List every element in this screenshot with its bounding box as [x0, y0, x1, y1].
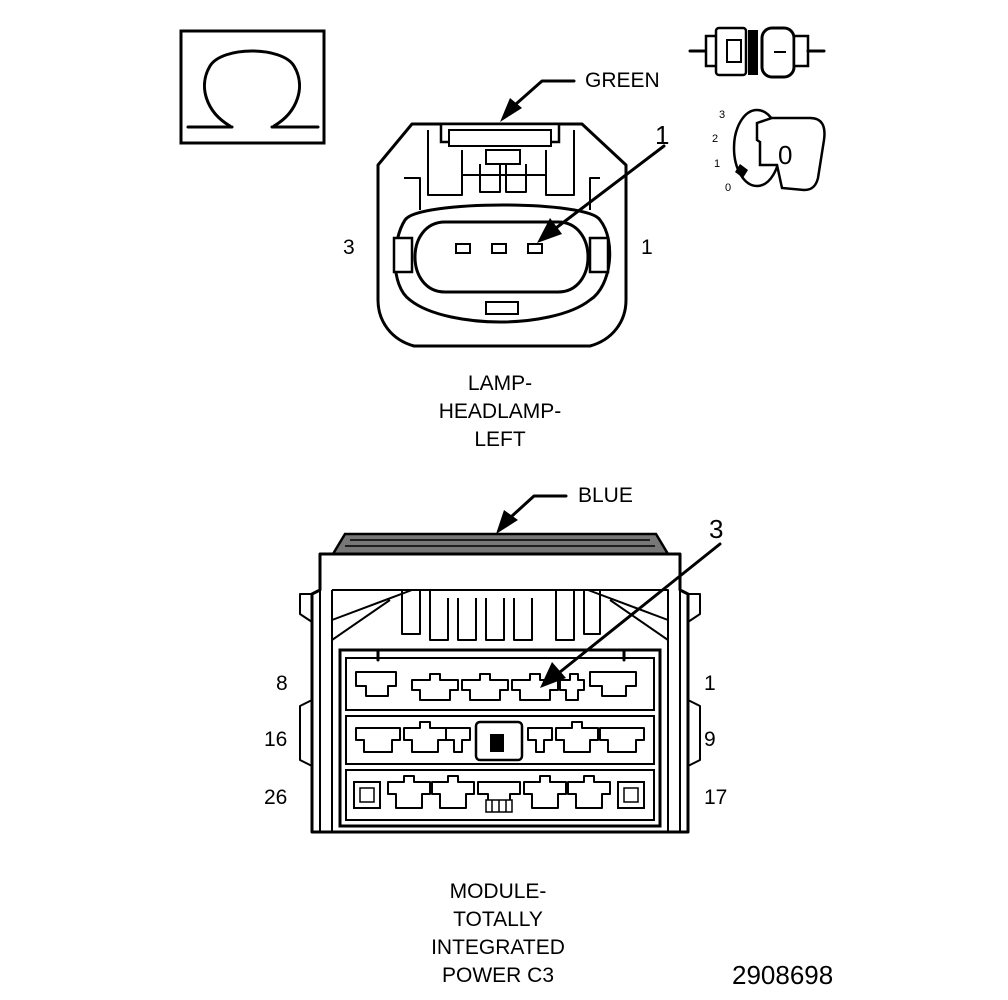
headlamp-connector [376, 122, 628, 348]
row-label-9: 9 [704, 728, 716, 751]
pin-callout-3: 3 [540, 514, 723, 688]
row-label-1: 1 [704, 672, 716, 695]
svg-text:MODULE-: MODULE- [450, 880, 547, 903]
svg-text:POWER C3: POWER C3 [442, 964, 554, 987]
color-label-green: GREEN [585, 69, 660, 92]
key-position-0: 0 [725, 182, 731, 194]
tipm-connector [299, 532, 701, 834]
ohmmeter-symbol-icon [179, 29, 326, 145]
key-label: 0 [778, 140, 792, 170]
pin-slot [491, 243, 507, 254]
row-label-8: 8 [276, 672, 288, 695]
key-position-2: 2 [712, 133, 718, 145]
ignition-key-icon: 3 2 1 0 0 [712, 108, 826, 194]
pin-label-right: 1 [641, 236, 653, 259]
color-callout-blue: BLUE [496, 484, 633, 534]
connector-title-bottom: MODULE- TOTALLY INTEGRATED POWER C3 [431, 880, 565, 987]
color-label-blue: BLUE [578, 484, 633, 507]
svg-text:INTEGRATED: INTEGRATED [431, 936, 565, 959]
svg-text:LAMP-: LAMP- [468, 372, 532, 395]
connector-title-top: LAMP- HEADLAMP- LEFT [439, 372, 562, 451]
key-position-1: 1 [714, 158, 720, 170]
probe-tip-icon [688, 26, 826, 79]
row-label-17: 17 [704, 786, 727, 809]
terminal-row-3 [353, 775, 645, 813]
figure-number: 2908698 [732, 960, 833, 990]
row-label-16: 16 [264, 728, 287, 751]
key-position-3: 3 [719, 109, 725, 121]
pin-slot [527, 243, 543, 254]
svg-text:LEFT: LEFT [474, 428, 526, 451]
color-callout-green: GREEN [500, 69, 660, 122]
pin-slot [455, 243, 471, 254]
callout-number: 1 [655, 120, 669, 150]
callout-number: 3 [709, 514, 723, 544]
pin-label-left: 3 [343, 236, 355, 259]
svg-text:TOTALLY: TOTALLY [453, 908, 543, 931]
svg-text:HEADLAMP-: HEADLAMP- [439, 400, 562, 423]
terminal-row-1 [355, 671, 637, 701]
row-label-26: 26 [264, 786, 287, 809]
terminal-row-2 [355, 720, 645, 762]
pin-callout-1: 1 [537, 120, 669, 243]
